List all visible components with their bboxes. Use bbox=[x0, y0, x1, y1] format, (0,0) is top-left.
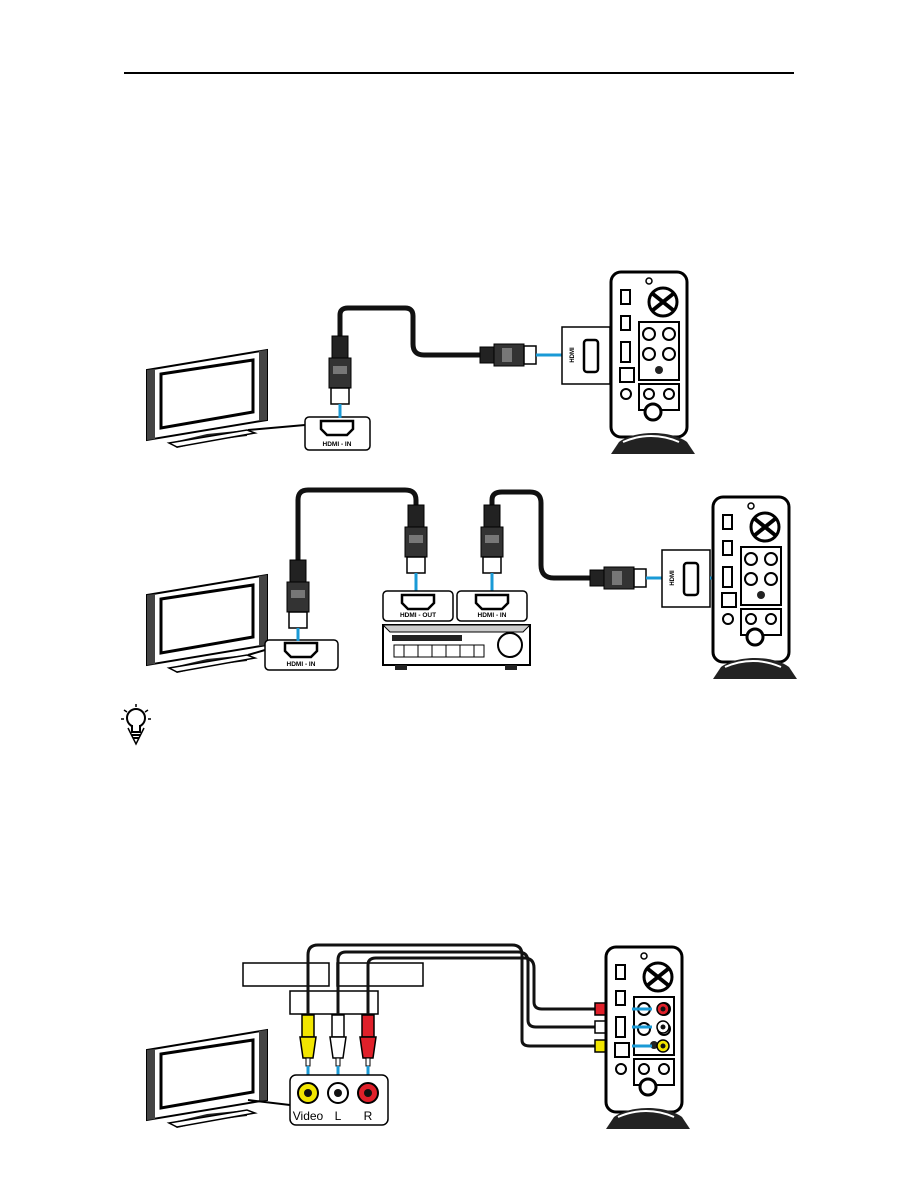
player-port-label: HDMI bbox=[670, 570, 676, 586]
tv-icon bbox=[145, 1028, 269, 1130]
header-rule bbox=[124, 72, 794, 74]
hdmi-port-icon bbox=[582, 338, 600, 374]
video-jack-label: Video bbox=[293, 1109, 324, 1123]
lightbulb-icon bbox=[121, 704, 151, 746]
player-icon bbox=[711, 495, 799, 681]
audio-left-jack-label: L bbox=[335, 1109, 342, 1123]
hdmi-port-icon bbox=[474, 593, 510, 611]
diagram-hdmi-direct: HDMI - IN HDMI bbox=[145, 270, 697, 456]
diagram-hdmi-receiver: HDMI - IN HDMI - OUT HDMI - IN bbox=[145, 487, 799, 681]
hdmi-port-icon bbox=[319, 419, 355, 437]
receiver-out-label: HDMI - OUT bbox=[400, 612, 436, 619]
video-cable bbox=[306, 943, 595, 1048]
tv-port-label: HDMI - IN bbox=[323, 441, 352, 448]
label-box bbox=[242, 962, 330, 987]
hdmi-cable bbox=[489, 489, 590, 581]
hdmi-cable bbox=[337, 305, 485, 358]
audio-right-jack-label: R bbox=[364, 1109, 373, 1123]
audio-right-cable bbox=[366, 956, 595, 1015]
av-receiver-icon bbox=[381, 624, 532, 670]
hdmi-port-icon bbox=[400, 593, 436, 611]
tv-port-label: HDMI - IN bbox=[287, 661, 316, 668]
diagram-composite-av: Video L R bbox=[145, 943, 692, 1131]
hdmi-plug-icon bbox=[479, 343, 537, 367]
hdmi-plug-icon bbox=[480, 504, 504, 574]
audio-left-cable bbox=[336, 950, 595, 1029]
player-port-label: HDMI bbox=[570, 347, 576, 363]
hdmi-plug-icon bbox=[589, 566, 647, 590]
hdmi-plug-icon bbox=[328, 335, 352, 405]
hdmi-plug-icon bbox=[286, 559, 310, 629]
tv-icon bbox=[145, 573, 269, 675]
rca-plug-yellow bbox=[299, 1014, 317, 1067]
hdmi-cable bbox=[295, 487, 419, 560]
player-icon bbox=[604, 945, 692, 1131]
label-box bbox=[289, 990, 379, 1015]
hdmi-port-icon bbox=[283, 641, 319, 659]
hdmi-plug-icon bbox=[404, 504, 428, 574]
rca-plug-white bbox=[329, 1014, 347, 1067]
rca-plug-red bbox=[359, 1014, 377, 1067]
label-box bbox=[336, 962, 424, 987]
player-icon bbox=[609, 270, 697, 456]
receiver-in-label: HDMI - IN bbox=[478, 612, 507, 619]
tv-icon bbox=[145, 348, 269, 450]
hdmi-port-icon bbox=[682, 561, 700, 597]
